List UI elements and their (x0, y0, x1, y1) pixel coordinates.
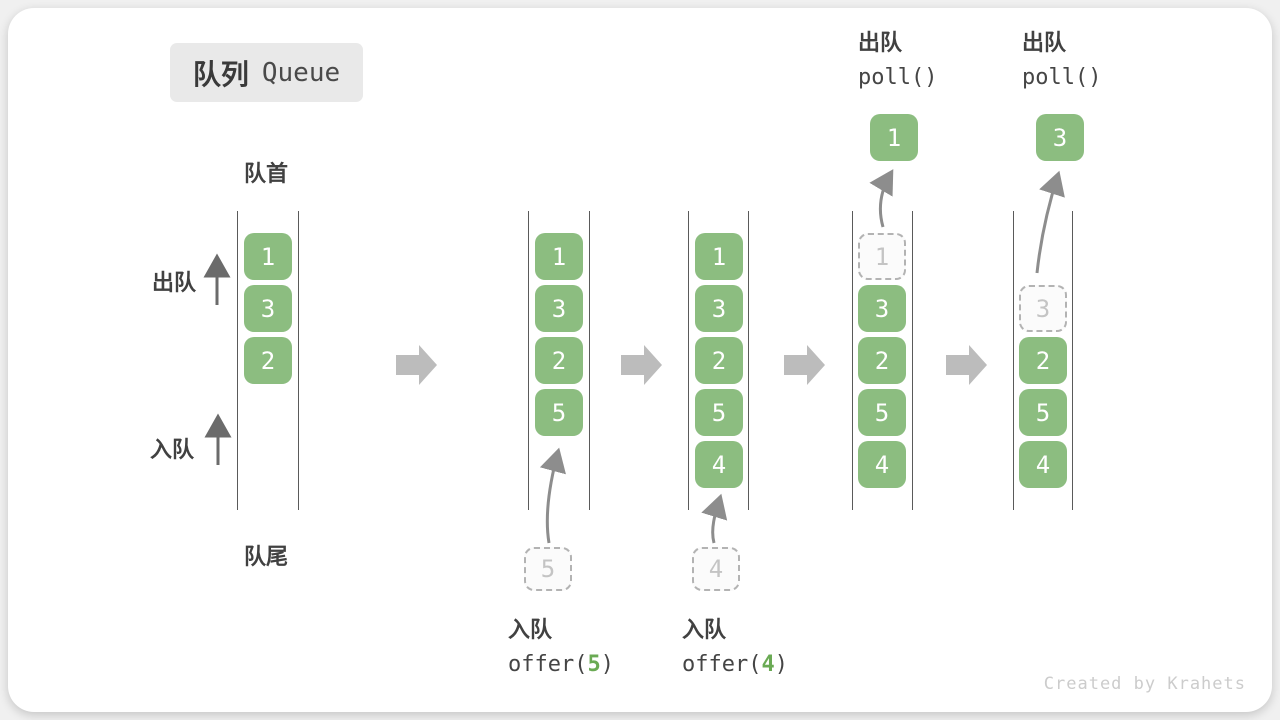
op-dequeue-1-label: 出队 (858, 30, 903, 55)
stage-transition-arrow-4 (946, 345, 987, 385)
stage5-polled-cell: 3 (1036, 114, 1084, 161)
stage5-cell: 2 (1019, 337, 1067, 384)
stage1-cell: 1 (244, 233, 292, 280)
stage1-cell: 2 (244, 337, 292, 384)
label-enqueue-side: 入队 (150, 437, 195, 462)
op-enqueue-1-code-post: ) (600, 652, 614, 677)
op-dequeue-1: 出队 poll() (858, 32, 937, 89)
stage2-staged-cell: 5 (524, 547, 572, 591)
stage4-polled-cell: 1 (870, 114, 918, 161)
queue-rails-stage-1 (237, 211, 299, 510)
title-en: Queue (261, 57, 341, 88)
stage2-cell: 3 (535, 285, 583, 332)
diagram-card: 队列 Queue 队首 队尾 出队 入队 出队 poll() 出队 poll()… (8, 8, 1272, 712)
stage5-cell: 4 (1019, 441, 1067, 488)
stage4-cell: 5 (858, 389, 906, 436)
op-dequeue-2: 出队 poll() (1022, 32, 1101, 89)
stage2-cell: 5 (535, 389, 583, 436)
stage4-cell: 4 (858, 441, 906, 488)
queue-rails-stage-2 (528, 211, 590, 510)
op-enqueue-2: 入队 offer(4) (682, 619, 788, 676)
stage-transition-arrow-2 (621, 345, 662, 385)
label-queue-rear: 队尾 (244, 544, 289, 569)
watermark: Created by Krahets (1043, 674, 1246, 694)
op-dequeue-2-label: 出队 (1022, 30, 1067, 55)
stage3-cell: 4 (695, 441, 743, 488)
stage3-cell: 3 (695, 285, 743, 332)
op-enqueue-2-arg: 4 (761, 652, 775, 677)
stage2-cell: 1 (535, 233, 583, 280)
stage3-cell: 1 (695, 233, 743, 280)
stage-transition-arrow-1 (396, 345, 437, 385)
op-enqueue-1: 入队 offer(5) (508, 619, 614, 676)
op-enqueue-1-arg: 5 (587, 652, 601, 677)
stage4-cell: 2 (858, 337, 906, 384)
stage4-ghost-cell: 1 (858, 233, 906, 280)
op-enqueue-2-code-post: ) (774, 652, 788, 677)
stage5-cell: 5 (1019, 389, 1067, 436)
op-dequeue-1-code: poll() (858, 65, 938, 90)
op-enqueue-2-label: 入队 (682, 617, 727, 642)
queue-rails-stage-5 (1013, 211, 1073, 510)
op-enqueue-2-code: offer(4) (682, 652, 788, 677)
label-queue-front: 队首 (244, 161, 289, 186)
label-dequeue-side: 出队 (152, 270, 197, 295)
stage4-cell: 3 (858, 285, 906, 332)
stage5-ghost-cell: 3 (1019, 285, 1067, 332)
title-zh: 队列 (192, 58, 249, 90)
queue-rails-stage-4 (852, 211, 913, 510)
stage3-staged-cell: 4 (692, 547, 740, 591)
op-enqueue-1-code: offer(5) (508, 652, 614, 677)
op-enqueue-1-code-pre: offer( (508, 652, 588, 677)
op-enqueue-2-code-pre: offer( (682, 652, 762, 677)
op-dequeue-2-code: poll() (1022, 65, 1102, 90)
stage3-cell: 5 (695, 389, 743, 436)
op-enqueue-1-label: 入队 (508, 617, 553, 642)
stage2-cell: 2 (535, 337, 583, 384)
title-box: 队列 Queue (170, 43, 363, 102)
stage3-cell: 2 (695, 337, 743, 384)
queue-rails-stage-3 (688, 211, 749, 510)
arrows-overlay (203, 169, 1065, 544)
stage1-cell: 3 (244, 285, 292, 332)
stage-transition-arrow-3 (784, 345, 825, 385)
